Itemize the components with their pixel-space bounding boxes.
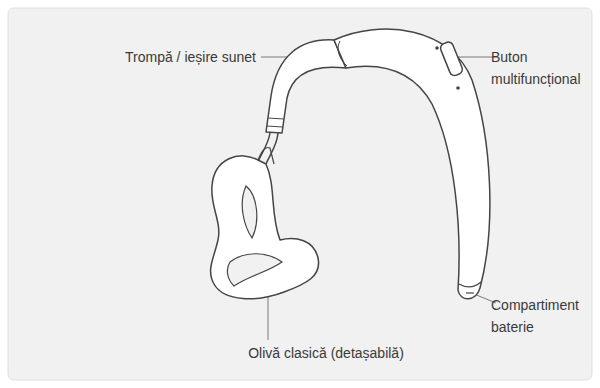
- microphone-port: [435, 46, 439, 50]
- microphone-port: [456, 86, 460, 90]
- battery-door: [459, 282, 481, 287]
- part-label: Buton multifuncțional: [491, 46, 595, 90]
- part-label: Olivă clasică (detașabilă): [248, 342, 404, 364]
- earmold-opening: [227, 254, 282, 286]
- earmold: [211, 156, 319, 299]
- multifunction-button: [439, 41, 464, 77]
- part-label: Trompă / ieșire sunet: [125, 46, 256, 68]
- earmold-tube-joint: [258, 148, 274, 165]
- body-seam: [338, 41, 347, 66]
- battery-door-notch: [466, 292, 474, 293]
- ear-hook: [266, 40, 346, 133]
- hearing-aid-body: [334, 29, 490, 299]
- earmold-opening: [242, 186, 257, 238]
- part-label: Compartiment baterie: [491, 294, 595, 338]
- hook-rings: [267, 118, 284, 127]
- sound-tube: [258, 133, 278, 164]
